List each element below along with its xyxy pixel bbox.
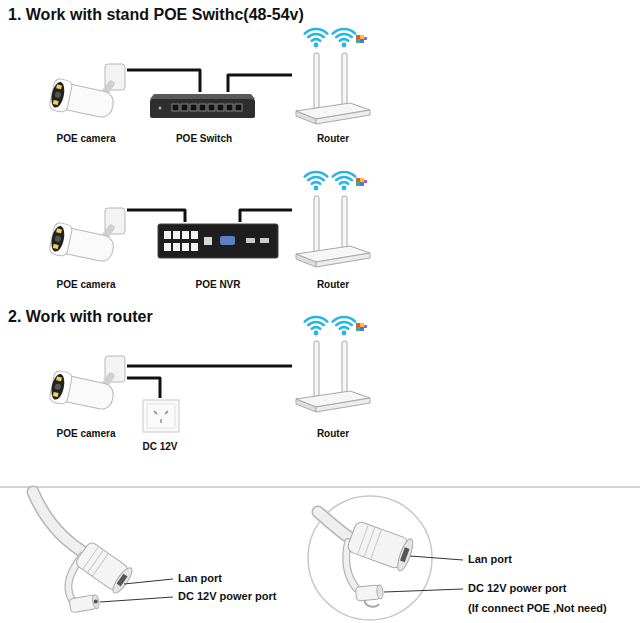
cable-connector <box>127 378 160 398</box>
device-caption: Router <box>317 427 349 440</box>
port-label: Lan port <box>178 572 222 584</box>
poe-nvr: POE NVR <box>156 222 280 291</box>
device-caption: Router <box>317 132 349 145</box>
router-illustration <box>296 172 370 267</box>
port-label: DC 12V power port <box>178 590 276 602</box>
device-caption: Router <box>317 278 349 291</box>
device-caption: POE NVR <box>195 278 240 291</box>
camera-illustration <box>49 356 125 414</box>
router: Router <box>292 305 374 440</box>
router-illustration <box>296 29 370 124</box>
section-heading: 2. Work with router <box>8 308 153 326</box>
device-caption: DC 12V <box>142 440 177 453</box>
divider-line <box>0 487 640 488</box>
cable-connector <box>240 210 292 222</box>
router: Router <box>292 17 374 145</box>
cable-connector <box>127 210 185 222</box>
power-outlet: DC 12V <box>138 398 182 453</box>
camera-illustration <box>49 64 125 122</box>
poe-switch: POE Switch <box>148 92 260 145</box>
port-label: DC 12V power port <box>468 582 566 594</box>
router-illustration <box>296 317 370 412</box>
cable-closeup <box>308 496 463 620</box>
router: Router <box>292 160 374 291</box>
device-caption: POE camera <box>57 132 116 145</box>
device-caption: POE camera <box>57 427 116 440</box>
nvr-illustration <box>158 224 278 258</box>
device-caption: POE Switch <box>176 132 232 145</box>
poe-camera: POE camera <box>45 352 127 440</box>
poe-camera: POE camera <box>45 62 127 145</box>
cable-connector <box>127 70 200 92</box>
port-label: Lan port <box>468 553 512 565</box>
switch-illustration <box>150 94 255 118</box>
section-heading: 1. Work with stand POE Swithc(48-54v) <box>8 6 304 24</box>
device-caption: POE camera <box>57 278 116 291</box>
cable-connector <box>127 365 292 368</box>
poe-camera: POE camera <box>45 205 127 291</box>
cable-connector <box>228 75 292 92</box>
port-note: (If connect POE ,Not need) <box>468 602 607 614</box>
camera-illustration <box>49 208 125 266</box>
cable-illustration <box>33 492 173 613</box>
outlet-illustration <box>143 400 179 432</box>
